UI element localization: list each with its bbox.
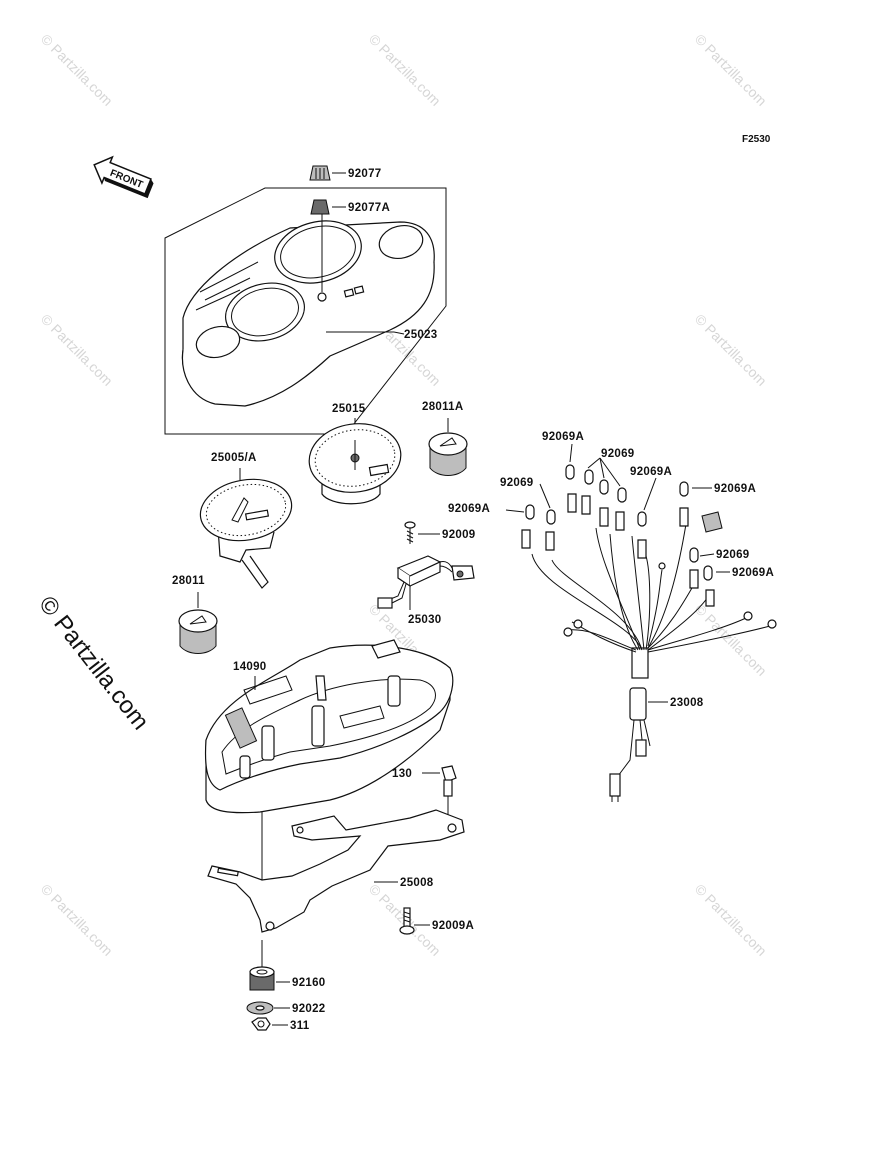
meter-case-14090 bbox=[204, 639, 454, 880]
watermark: © Partzilla.com bbox=[692, 881, 770, 959]
label-92069A-5: 92069A bbox=[732, 567, 774, 579]
wire-harness-23008 bbox=[505, 443, 777, 802]
label-92069A-3: 92069A bbox=[448, 503, 490, 515]
temp-gauge-28011 bbox=[178, 592, 218, 654]
knob-92077 bbox=[309, 165, 346, 181]
figure-code: F2530 bbox=[742, 134, 771, 145]
label-130: 130 bbox=[392, 768, 412, 780]
tachometer-window bbox=[274, 220, 362, 284]
tachometer-25015 bbox=[308, 418, 402, 505]
label-92069-1: 92069 bbox=[601, 448, 634, 460]
label-23008: 23008 bbox=[670, 697, 704, 709]
nut-311 bbox=[251, 1017, 288, 1031]
label-28011A: 28011A bbox=[422, 401, 463, 413]
watermark: © Partzilla.com bbox=[692, 31, 770, 109]
label-92069-2: 92069 bbox=[500, 477, 533, 489]
meter-cover-group bbox=[164, 187, 447, 435]
label-92069A-4: 92069A bbox=[714, 483, 756, 495]
label-14090: 14090 bbox=[233, 661, 266, 673]
label-92022: 92022 bbox=[292, 1003, 325, 1015]
label-92069A-2: 92069A bbox=[630, 466, 672, 478]
label-92077A: 92077A bbox=[348, 202, 390, 214]
speedometer-25005A bbox=[199, 468, 293, 589]
speedometer-window bbox=[225, 282, 305, 342]
label-25023: 25023 bbox=[404, 329, 437, 341]
temp-gauge-window bbox=[195, 325, 241, 359]
washer-92022 bbox=[246, 1001, 290, 1015]
bolt-130 bbox=[422, 765, 457, 828]
part-labels: 92077 92077A 25023 25015 28011A 25005/A … bbox=[172, 168, 774, 1032]
label-92077: 92077 bbox=[348, 168, 381, 180]
label-92009A: 92009A bbox=[432, 920, 474, 932]
front-arrow-icon: FRONT bbox=[93, 155, 154, 199]
watermark: © Partzilla.com bbox=[692, 601, 770, 679]
label-25015: 25015 bbox=[332, 403, 366, 415]
knob-92077A bbox=[310, 199, 346, 215]
label-92009: 92009 bbox=[442, 529, 475, 541]
fuel-gauge-window bbox=[378, 224, 424, 260]
label-92069A-1: 92069A bbox=[542, 431, 584, 443]
fuel-gauge-28011A bbox=[428, 418, 468, 476]
grommet-92160 bbox=[249, 966, 290, 991]
label-25030: 25030 bbox=[408, 614, 441, 626]
screw-92009A bbox=[399, 907, 430, 935]
side-watermark: © Partzilla.com bbox=[33, 591, 154, 735]
label-25005A: 25005/A bbox=[211, 452, 257, 464]
label-92069-3: 92069 bbox=[716, 549, 749, 561]
watermark: © Partzilla.com bbox=[38, 881, 116, 959]
watermark: © Partzilla.com bbox=[692, 311, 770, 389]
screw-92009 bbox=[404, 521, 440, 544]
indicator-unit-25030 bbox=[377, 555, 475, 610]
label-311: 311 bbox=[290, 1020, 310, 1032]
label-28011: 28011 bbox=[172, 575, 205, 587]
watermark: © Partzilla.com bbox=[38, 311, 116, 389]
label-92160: 92160 bbox=[292, 977, 325, 989]
watermark: © Partzilla.com bbox=[38, 31, 116, 109]
watermark: © Partzilla.com bbox=[366, 31, 444, 109]
bracket-25008 bbox=[207, 809, 465, 933]
label-25008: 25008 bbox=[400, 877, 434, 889]
